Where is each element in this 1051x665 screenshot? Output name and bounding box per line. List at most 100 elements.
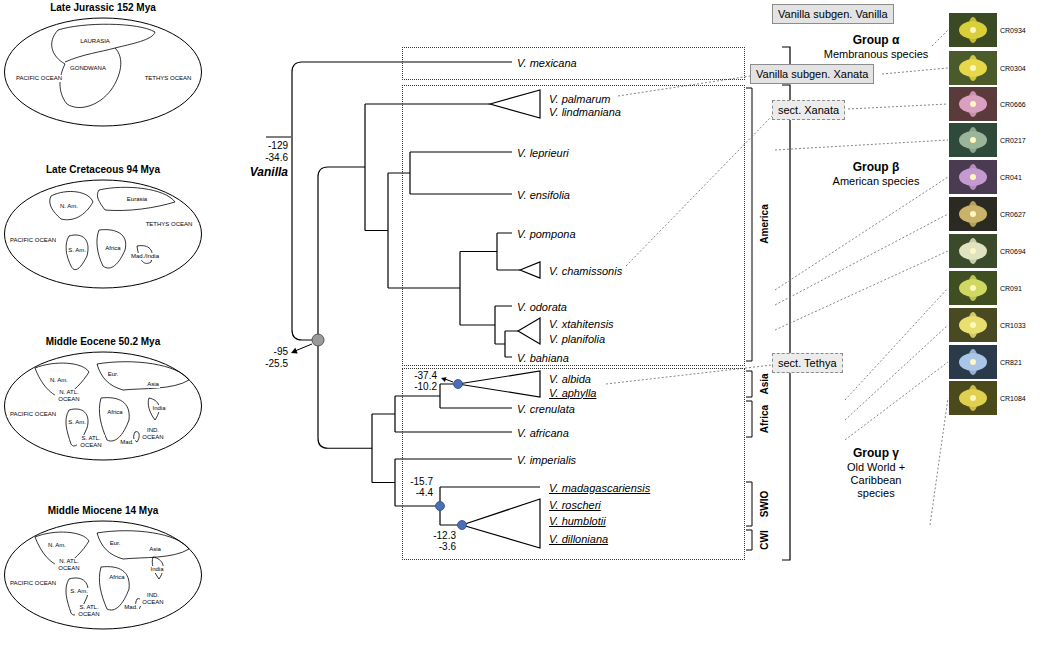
orchid-photo <box>970 101 976 107</box>
leader-line <box>845 362 948 440</box>
region-bracket <box>746 88 752 550</box>
subgenus-label: Vanilla subgen. Xanata <box>756 67 868 81</box>
age-pointer <box>445 379 453 382</box>
group-subtitle: Membranous species <box>824 48 929 61</box>
group-bracket <box>782 85 790 366</box>
tree-branch <box>372 414 395 483</box>
tree-branch <box>318 340 372 448</box>
section-label: sect. Xanata <box>778 103 839 117</box>
map-label: Africa <box>108 574 125 581</box>
subgenus-label: Vanilla subgen. Vanilla <box>778 7 888 21</box>
species-name: V. ensifolia <box>517 189 570 202</box>
globe-ellipse <box>5 521 202 629</box>
tree-branch <box>388 152 512 194</box>
continent-outline <box>52 24 155 107</box>
leader-line <box>882 68 948 74</box>
orchid-photo <box>968 164 978 190</box>
age-estimate: -34.6 <box>265 152 288 164</box>
map-outline <box>3 166 203 290</box>
orchid-photo <box>968 201 978 227</box>
map-label: IND. OCEAN <box>140 592 166 606</box>
map-label: TETHYS OCEAN <box>145 221 194 228</box>
species-name: V. madagascariensis <box>549 482 650 495</box>
genus-name: Vanilla <box>250 165 288 179</box>
age-estimate: -12.3 <box>433 530 456 542</box>
map-label: Africa <box>104 245 121 252</box>
map-label: IND. OCEAN <box>140 427 166 441</box>
map-label: PACIFIC OCEAN <box>15 75 63 82</box>
species-name: V. mexicana <box>517 57 577 70</box>
group-title: Group β <box>853 160 900 174</box>
leader-line <box>845 288 948 400</box>
continent-outline <box>97 362 189 390</box>
clade-group-box: V. mexicana <box>402 47 745 80</box>
map-label: Asia <box>146 381 160 388</box>
orchid-photo <box>949 234 997 268</box>
species-name: V. leprieuri <box>517 147 569 160</box>
region-label: America <box>759 204 771 243</box>
leader-line <box>775 177 948 290</box>
leader-line <box>845 325 948 420</box>
species-name: V. chamissonis <box>549 265 622 278</box>
map-title: Late Cretaceous 94 Mya <box>3 164 203 176</box>
map-label: GONDWANA <box>69 65 107 72</box>
clade-triangle <box>458 90 540 548</box>
section-label: sect. Tethya <box>778 356 837 370</box>
species-name: V. albida <box>549 373 591 386</box>
map-label: TETHYS OCEAN <box>144 75 193 82</box>
map-label: S. Am. <box>67 247 87 254</box>
group-title: Group α <box>853 33 900 47</box>
species-name: V. dilloniana <box>549 533 608 546</box>
age-estimate: -25.5 <box>265 358 288 370</box>
region-bracket <box>746 371 752 397</box>
tree-branch <box>318 167 365 340</box>
node-dot <box>458 521 467 530</box>
group-subtitle: Old World + Caribbean species <box>845 461 907 500</box>
region-label: CWI <box>759 530 771 549</box>
orchid-photo <box>949 13 997 415</box>
tree-branch <box>292 62 540 525</box>
map-label: India <box>151 405 166 412</box>
map-label: S. Am. <box>67 419 87 426</box>
species-name: V. africana <box>517 427 569 440</box>
region-label: Africa <box>759 405 771 433</box>
map-label: Mad./India <box>130 253 160 260</box>
orchid-photo <box>968 238 978 264</box>
specimen-code: CR0304 <box>1000 64 1026 73</box>
map-label: Eurasia <box>126 196 148 203</box>
leader-line <box>848 104 948 109</box>
age-pointer <box>291 348 298 354</box>
leader-line <box>618 76 750 96</box>
orchid-photo <box>949 345 997 379</box>
age-estimate: -4.4 <box>416 487 433 499</box>
age-pointer <box>266 137 453 382</box>
continent-outline <box>65 48 115 62</box>
map-outline <box>3 507 203 631</box>
specimen-code: CR0217 <box>1000 136 1026 145</box>
orchid-photo <box>949 381 997 415</box>
species-name: V. xtahitensis <box>549 318 614 331</box>
leader-line <box>932 30 948 46</box>
paleo-map: Middle Eocene 50.2 MyaN. Am.Eur.AsiaN. A… <box>3 338 203 462</box>
clade-triangle <box>490 90 540 118</box>
age-pointer <box>441 377 447 382</box>
leader-line <box>606 30 948 525</box>
orchid-photo <box>968 312 978 338</box>
region-bracket <box>746 482 752 526</box>
group-subtitle: American species <box>833 175 920 188</box>
map-label: N. Am. <box>47 542 67 549</box>
leader-line <box>930 398 948 525</box>
continent-outline <box>66 235 88 270</box>
map-label: LAURASIA <box>79 38 111 45</box>
orchid-photo <box>970 285 976 291</box>
orchid-photo <box>949 87 997 121</box>
globe-ellipse <box>5 180 202 288</box>
age-estimate: -3.6 <box>439 541 456 553</box>
orchid-photo <box>970 137 976 143</box>
paleo-map: Late Jurassic 152 MyaLAURASIAGONDWANAPAC… <box>3 4 203 128</box>
group-title: Group γ <box>853 446 899 460</box>
species-name: V. imperialis <box>517 454 576 467</box>
leader-line <box>775 140 948 150</box>
map-label: Eur. <box>107 371 120 378</box>
species-name: V. humblotii <box>549 515 606 528</box>
